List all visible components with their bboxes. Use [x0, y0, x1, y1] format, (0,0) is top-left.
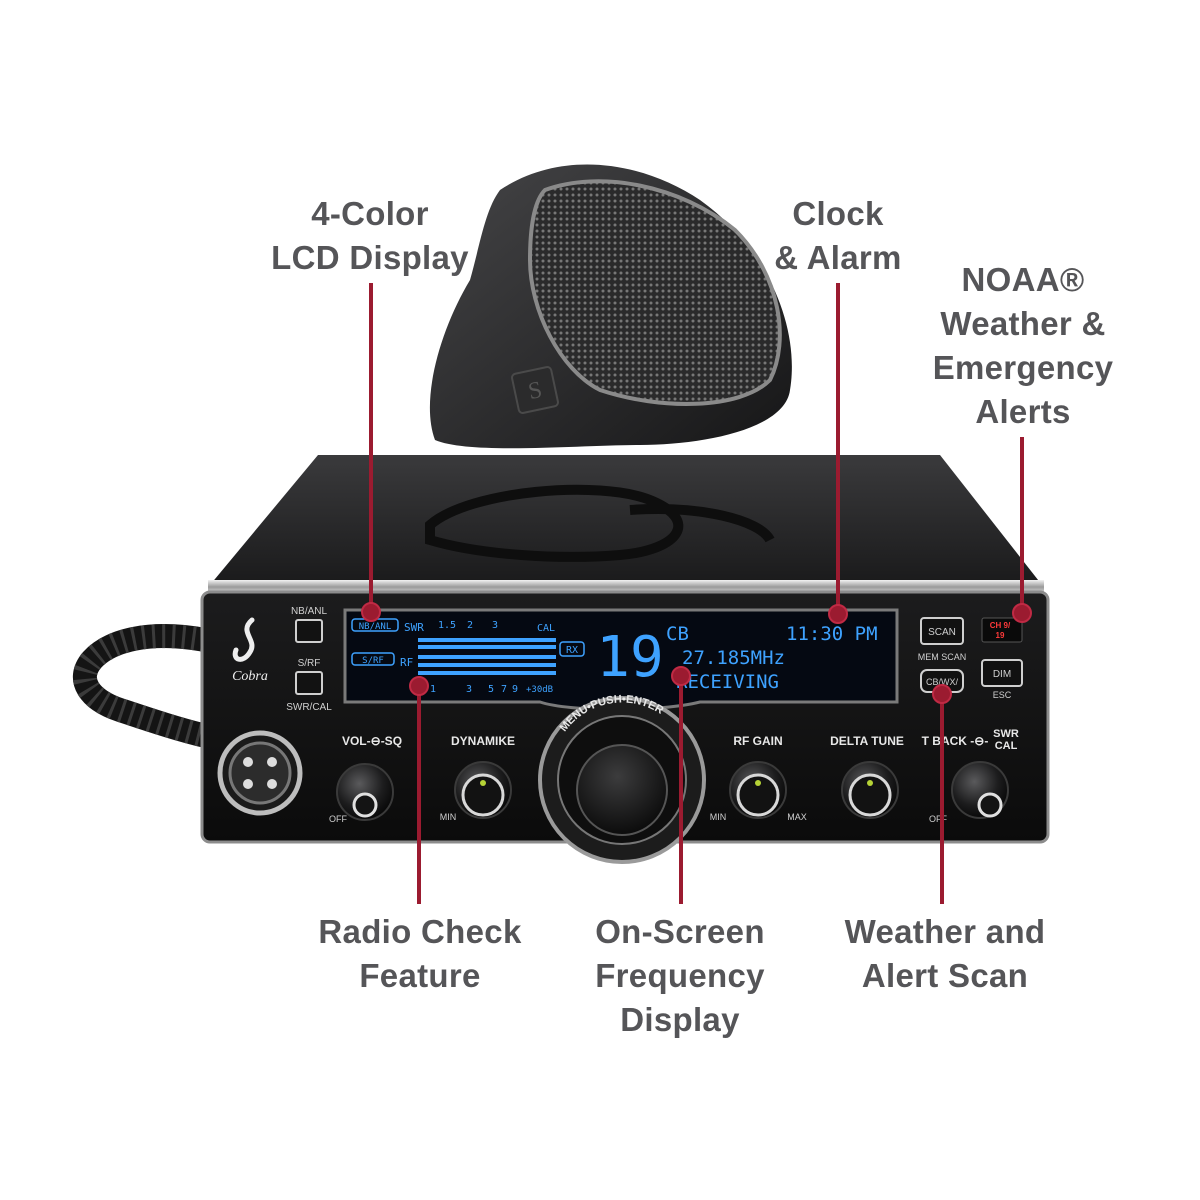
callout-frequency-line-3: Display — [620, 1001, 740, 1038]
lcd-time: 11:30 PM — [786, 623, 878, 645]
callout-noaa-line-4: Alerts — [975, 393, 1071, 430]
lcd-scale-bottom-3: 5 — [488, 684, 494, 695]
rf-gain-label: RF GAIN — [733, 734, 782, 748]
callout-noaa-line-1: NOAA® — [961, 261, 1085, 298]
callout-weather-line-1: Weather and — [844, 913, 1046, 950]
right-button-panel: SCAN MEM SCAN CB/WX/ CH 9/ 19 DIM ESC — [918, 617, 1023, 700]
callout-noaa-alerts: NOAA® Weather & Emergency Alerts — [908, 258, 1138, 434]
lcd-scale-bottom-5: 9 — [512, 684, 518, 695]
knob-panel: VOL-⊖-SQ OFF DYNAMIKE MIN MENU•PUSH•ENTE… — [329, 693, 1019, 864]
callout-clock-line-1: Clock — [792, 195, 884, 232]
swr-cal-label: SWR/CAL — [286, 702, 332, 713]
vol-off-label: OFF — [329, 814, 347, 824]
vol-sq-knob[interactable] — [336, 763, 394, 821]
callout-weather-scan: Weather and Alert Scan — [810, 910, 1080, 998]
callout-noaa-line-3: Emergency — [932, 349, 1114, 386]
delta-tune-label: DELTA TUNE — [830, 734, 904, 748]
lcd-channel: 19 — [596, 625, 663, 690]
leader-dot-clock-alarm — [828, 604, 848, 624]
leader-radio-check — [417, 684, 421, 904]
lcd-scale-top-1: 1.5 — [438, 620, 456, 631]
talkback-off-label: OFF — [929, 814, 947, 824]
alert-indicator-top: CH 9/ — [990, 621, 1011, 630]
callout-lcd-line-1: 4-Color — [311, 195, 429, 232]
rf-gain-max-label: MAX — [787, 812, 807, 822]
leader-frequency-display — [679, 684, 683, 904]
menu-push-enter-knob[interactable] — [576, 744, 668, 836]
leader-dot-noaa-alerts — [1012, 603, 1032, 623]
swr-cal-top-label: SWR — [993, 728, 1019, 740]
dim-button[interactable] — [981, 659, 1023, 687]
leader-weather-scan — [940, 700, 944, 904]
lcd-scale-bottom-2: 3 — [466, 684, 472, 695]
callout-radio-check: Radio Check Feature — [280, 910, 560, 998]
lcd-band: CB — [666, 623, 689, 645]
lcd-scale-top-2: 2 — [467, 620, 473, 631]
callout-frequency-line-1: On-Screen — [595, 913, 765, 950]
left-button-panel: NB/ANL S/RF SWR/CAL — [286, 606, 332, 713]
scan-label: SCAN — [928, 627, 956, 638]
alert-indicator-bottom: 19 — [996, 631, 1005, 640]
lcd-scale-bottom-4: 7 — [501, 684, 507, 695]
mic-jack — [217, 730, 303, 816]
lcd-rx-tag: RX — [566, 645, 578, 656]
callout-lcd-display: 4-Color LCD Display — [220, 192, 520, 280]
mem-scan-label: MEM SCAN — [918, 652, 967, 662]
mic-cord — [72, 624, 218, 748]
svg-text:S: S — [526, 377, 544, 405]
lcd-meter-bars — [418, 638, 556, 675]
callout-radio-check-line-1: Radio Check — [318, 913, 522, 950]
scan-button[interactable] — [920, 617, 964, 645]
alert-indicator — [981, 617, 1023, 643]
swr-cal-bottom-label: CAL — [995, 740, 1018, 752]
leader-dot-weather-scan — [932, 684, 952, 704]
lcd-nb-anl-tag: NB/ANL — [359, 622, 392, 632]
dynamike-min-label: MIN — [440, 812, 457, 822]
lcd-scale-bottom-1: 1 — [430, 684, 436, 695]
leader-dot-lcd-display — [361, 602, 381, 622]
callout-noaa-line-2: Weather & — [940, 305, 1106, 342]
s-rf-button[interactable] — [295, 671, 323, 695]
s-rf-label: S/RF — [298, 658, 321, 669]
leader-dot-radio-check — [409, 676, 429, 696]
cobra-logo: Cobra — [232, 617, 268, 684]
leader-noaa-alerts — [1020, 437, 1024, 607]
lcd-scale-top-3: 3 — [492, 620, 498, 631]
callout-lcd-line-2: LCD Display — [271, 239, 469, 276]
cb-wx-label: CB/WX/ — [926, 677, 959, 687]
lcd-cal-label: CAL — [537, 623, 555, 634]
callout-clock-line-2: & Alarm — [774, 239, 902, 276]
nb-anl-button[interactable] — [295, 619, 323, 643]
callout-clock-alarm: Clock & Alarm — [718, 192, 958, 280]
esc-label: ESC — [993, 690, 1012, 700]
lcd-rf-label: RF — [400, 656, 413, 669]
rf-gain-min-label: MIN — [710, 812, 727, 822]
vol-sq-label: VOL-⊖-SQ — [342, 734, 402, 748]
dim-label: DIM — [993, 669, 1011, 680]
callout-frequency-display: On-Screen Frequency Display — [560, 910, 800, 1042]
nb-anl-label: NB/ANL — [291, 606, 328, 617]
lcd-s-rf-tag: S/RF — [362, 656, 384, 666]
lcd-frequency: 27.185MHz — [682, 647, 785, 669]
callout-frequency-line-2: Frequency — [595, 957, 765, 994]
callout-weather-line-2: Alert Scan — [861, 957, 1029, 994]
leader-dot-frequency-display — [671, 666, 691, 686]
callout-radio-check-line-2: Feature — [359, 957, 481, 994]
dynamike-label: DYNAMIKE — [451, 734, 515, 748]
leader-clock-alarm — [836, 283, 840, 613]
talkback-label: T BACK -⊖- — [922, 734, 989, 748]
lcd-scale-bottom-6: +30dB — [526, 685, 553, 695]
microphone: S — [429, 164, 792, 449]
lcd-swr-label: SWR — [404, 621, 424, 634]
lcd-status: RECEIVING — [676, 671, 779, 693]
leader-lcd-display — [369, 283, 373, 611]
brand-name: Cobra — [232, 669, 268, 684]
